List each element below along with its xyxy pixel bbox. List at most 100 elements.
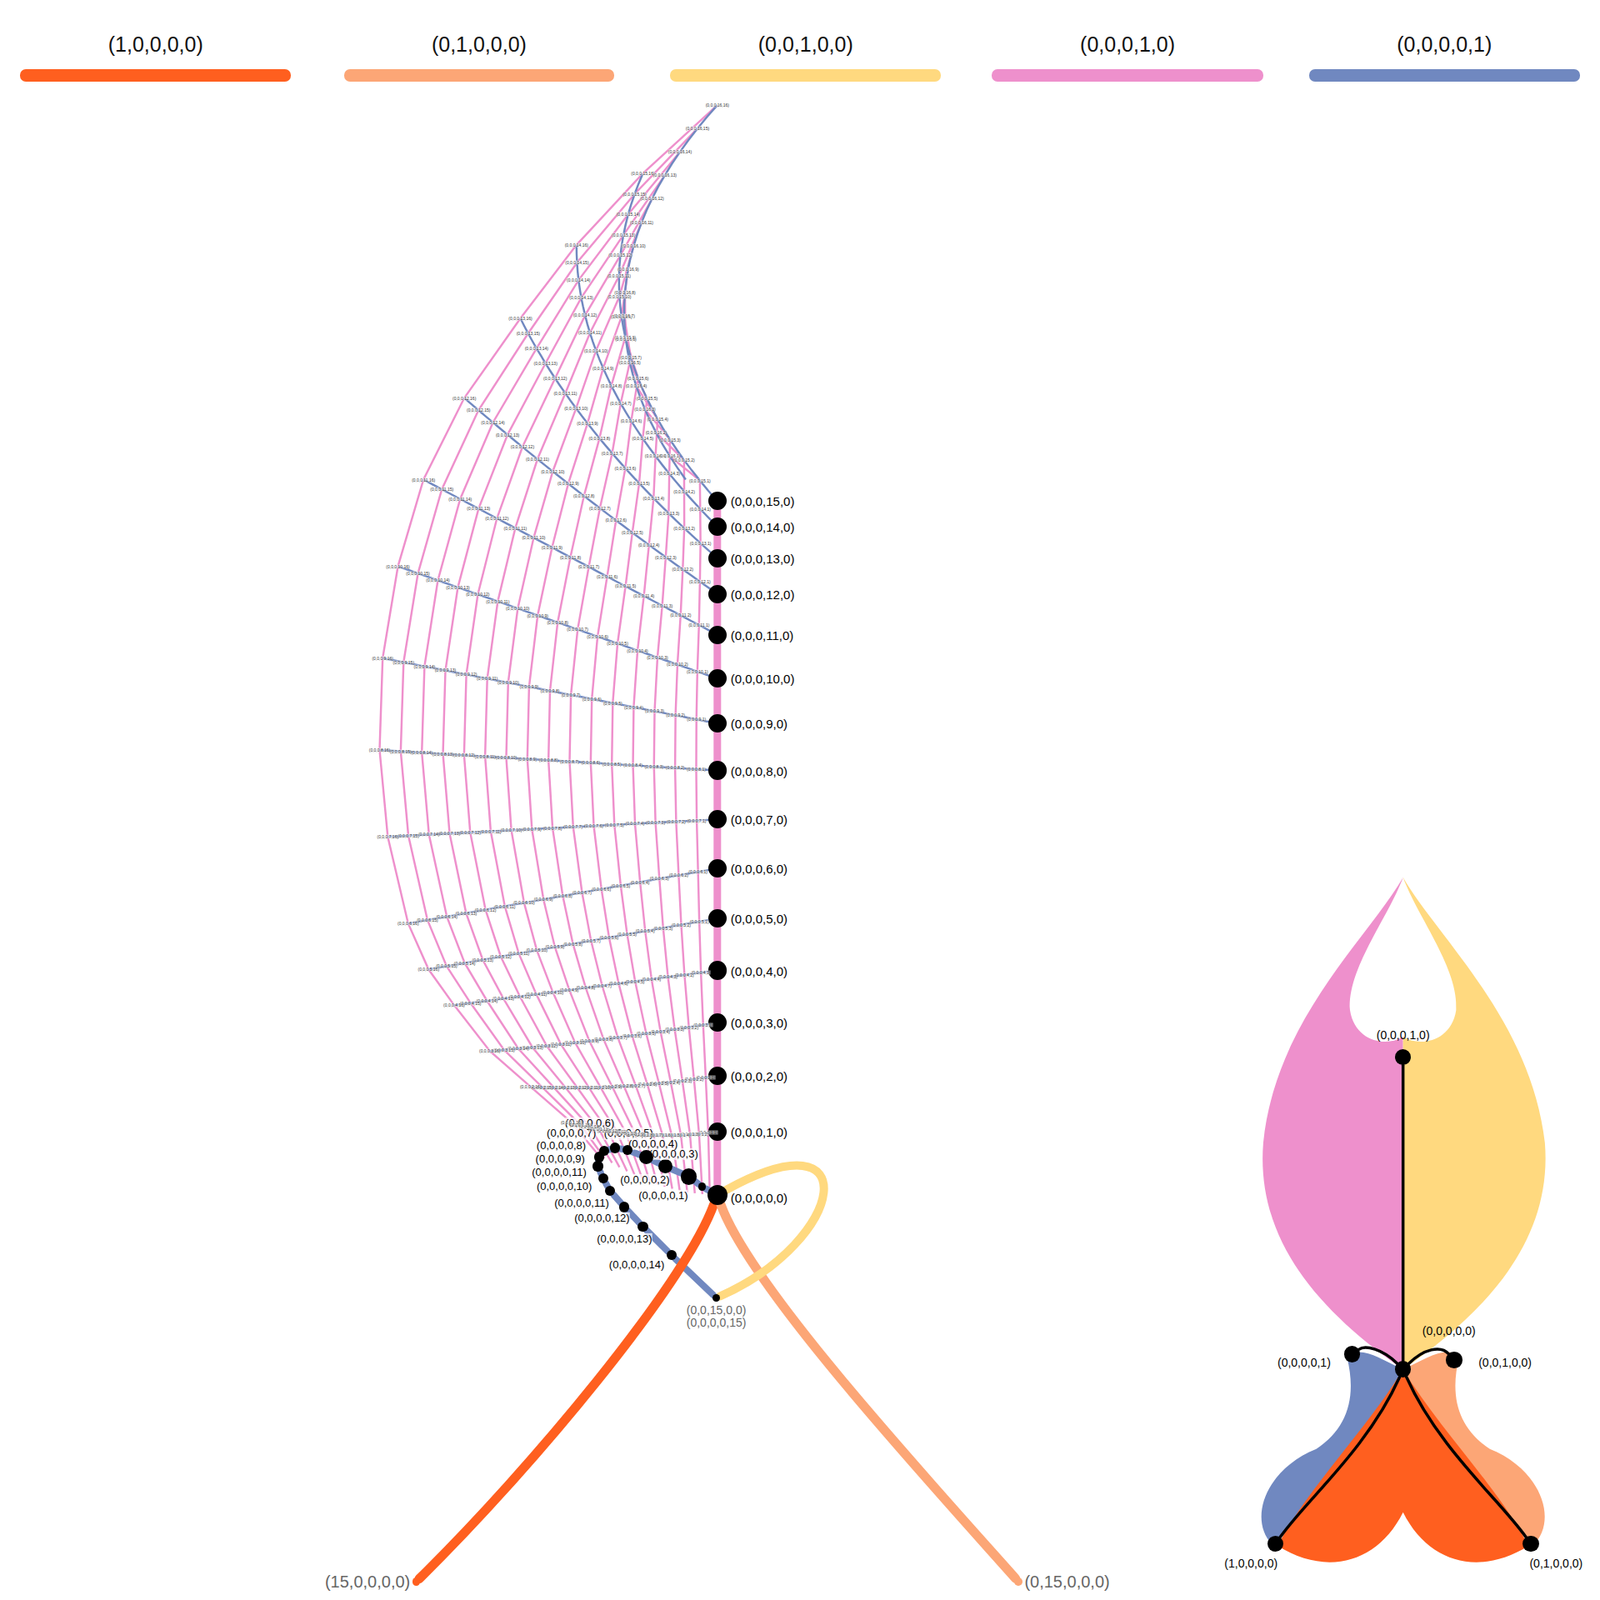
mesh-coordinate: (0,0,0,7,14) [418, 832, 440, 837]
mesh-coordinate: (0,0,0,6,13) [455, 910, 478, 915]
mesh-coordinate: (0,0,0,9,11) [476, 676, 498, 681]
mesh-coordinate: (0,0,0,9,12) [455, 672, 478, 677]
mesh-coordinate: (0,0,0,16,9) [617, 266, 640, 271]
mesh-coordinate: (0,0,0,13,1) [690, 540, 712, 545]
mesh-coordinate: (0,0,0,13,6) [615, 465, 637, 470]
mesh-coordinate: (0,0,0,10,5) [606, 641, 629, 646]
connector-line [713, 1085, 721, 1123]
mesh-coordinate: (0,0,0,11,10) [521, 535, 545, 540]
mesh-coordinate: (0,0,0,6,7) [572, 890, 592, 895]
mesh-coordinate: (0,0,0,15,16) [630, 171, 655, 176]
mesh-coordinate: (0,0,0,13,14) [525, 346, 549, 351]
mesh-line-pink [443, 175, 665, 1167]
mesh-coordinate: (0,0,0,16,15) [685, 126, 710, 131]
mesh-coordinate: (0,0,0,16,4) [625, 384, 648, 389]
mesh-coordinate: (0,0,0,9,10) [497, 680, 520, 685]
connector-line [713, 877, 721, 910]
mesh-coordinate: (0,0,0,11,5) [615, 584, 636, 589]
mesh-coordinate: (0,0,0,11,12) [485, 516, 509, 521]
point-label: (0,0,0,12,0) [730, 588, 795, 603]
mesh-coordinate: (0,0,0,14,11) [578, 330, 602, 335]
point-node: (0,0,0,0,6) [610, 1142, 620, 1153]
mesh-coordinate: (0,0,0,15,6) [627, 375, 650, 380]
mesh-coordinate: (0,0,0,8,6) [580, 760, 600, 765]
mesh-coordinate: (0,0,0,6,6) [591, 886, 611, 891]
mesh-coordinate: (0,0,0,7,11) [480, 829, 501, 834]
point-label: (0,0,0,0,14) [609, 1259, 665, 1271]
connector-line [652, 1160, 660, 1164]
mesh-coordinate: (0,0,0,8,1) [686, 766, 706, 771]
mesh-coordinate: (0,0,0,12,7) [589, 505, 611, 510]
point-node: (0,0,0,14,0) [708, 517, 727, 536]
mesh-coordinate: (0,0,0,8,4) [623, 763, 643, 768]
mesh-coordinate: (0,0,0,15,10) [607, 294, 631, 299]
connector-line [613, 1195, 621, 1204]
legend-label: (0,1,0,0,0) [431, 31, 527, 56]
mesh-coordinate: (0,0,0,7,7) [563, 825, 583, 830]
mesh-coordinate: (0,0,0,4,6) [609, 981, 629, 986]
point-node: (0,0,0,9,0) [708, 714, 727, 733]
mesh-coordinate: (0,0,0,11,6) [596, 574, 618, 579]
point-label: (0,1,0,0,0) [1529, 1557, 1583, 1570]
mesh-line-blue [382, 658, 718, 724]
connector-line [632, 1151, 640, 1155]
connector-line [713, 1140, 721, 1185]
connector-line [713, 780, 721, 811]
mesh-coordinate: (0,0,0,11,14) [448, 496, 472, 501]
mesh-coordinate: (0,0,0,7,5) [605, 822, 625, 827]
mesh-coordinate: (0,0,0,5,6) [599, 935, 619, 940]
connector-line [713, 535, 721, 550]
mesh-coordinate: (0,0,0,13,4) [643, 495, 665, 500]
connector-line [1409, 1349, 1450, 1364]
point-label: (0,0,0,0,4) [628, 1138, 678, 1150]
mesh-coordinate: (0,0,0,10,10) [505, 606, 530, 611]
point-label: (0,15,0,0,0) [1024, 1572, 1110, 1591]
point-label: (0,0,0,4,0) [730, 964, 788, 979]
point-node: (0,0,0,0,3) [658, 1159, 673, 1174]
point-node: (0,0,0,0,2) [680, 1168, 698, 1185]
connector-line [713, 644, 721, 670]
mesh-coordinate: (0,0,0,8,2) [665, 765, 685, 770]
mesh-coordinate: (0,0,0,5,2) [671, 922, 691, 927]
connector-line [713, 732, 721, 761]
mesh-line-pink [590, 339, 673, 1190]
mesh-coordinate: (0,0,0,12,5) [621, 530, 644, 535]
mesh-coordinate: (0,0,0,15,4) [646, 416, 669, 421]
mesh-coordinate: (0,0,0,6,16) [397, 921, 420, 926]
point-node: (0,0,0,0,13) [637, 1221, 648, 1232]
point-label: (0,0,0,10,0) [730, 672, 795, 687]
mesh-line-blue [408, 868, 718, 924]
mesh-coordinate: (0,0,0,10,12) [465, 592, 490, 597]
mesh-line-pink [464, 199, 653, 1172]
legend-swatch [344, 69, 615, 82]
mesh-coordinate: (0,0,0,11,9) [541, 545, 563, 550]
mesh-coordinate: (0,0,0,4,5) [625, 979, 645, 984]
mesh-coordinate: (0,0,0,7,10) [500, 828, 523, 833]
point-node: (0,15,0,0,0) [1014, 1577, 1023, 1586]
point-node: (0,1,0,0,0) [1522, 1535, 1540, 1553]
mesh-coordinate: (0,0,0,6,10) [513, 900, 535, 905]
mesh-coordinate: (0,0,0,8,15) [390, 749, 412, 754]
mesh-coordinate: (0,0,0,12,16) [452, 395, 476, 400]
connector-line [720, 1204, 1016, 1579]
mesh-coordinate: (0,0,0,7,9) [522, 826, 542, 831]
mesh-coordinate: (0,0,0,4,4) [641, 976, 661, 981]
point-node: (0,0,0,0,0) [707, 1185, 728, 1205]
mesh-coordinate: (0,0,0,9,6) [582, 696, 602, 701]
point-node: (0,0,0,8,0) [708, 760, 727, 780]
mesh-coordinate: (0,0,0,16,6) [615, 336, 637, 341]
mesh-coordinate: (0,0,0,6,14) [435, 914, 458, 919]
mesh-coordinate: (0,0,0,8,11) [475, 754, 496, 759]
mesh-coordinate: (0,0,0,10,2) [666, 662, 689, 667]
connector-line [1358, 1347, 1397, 1364]
mesh-coordinate: (0,0,0,10,4) [626, 648, 649, 653]
mesh-coordinate: (0,0,0,9,13) [435, 668, 457, 673]
mesh-coordinate: (0,0,0,12,6) [605, 518, 627, 523]
point-label: (0,0,0,0,9) [535, 1153, 585, 1165]
mesh-coordinate: (0,0,0,16,10) [621, 243, 645, 248]
connector-line [713, 510, 721, 518]
point-label: (0,0,0,0,12) [574, 1212, 630, 1225]
mesh-coordinate: (0,0,0,7,6) [584, 824, 604, 829]
